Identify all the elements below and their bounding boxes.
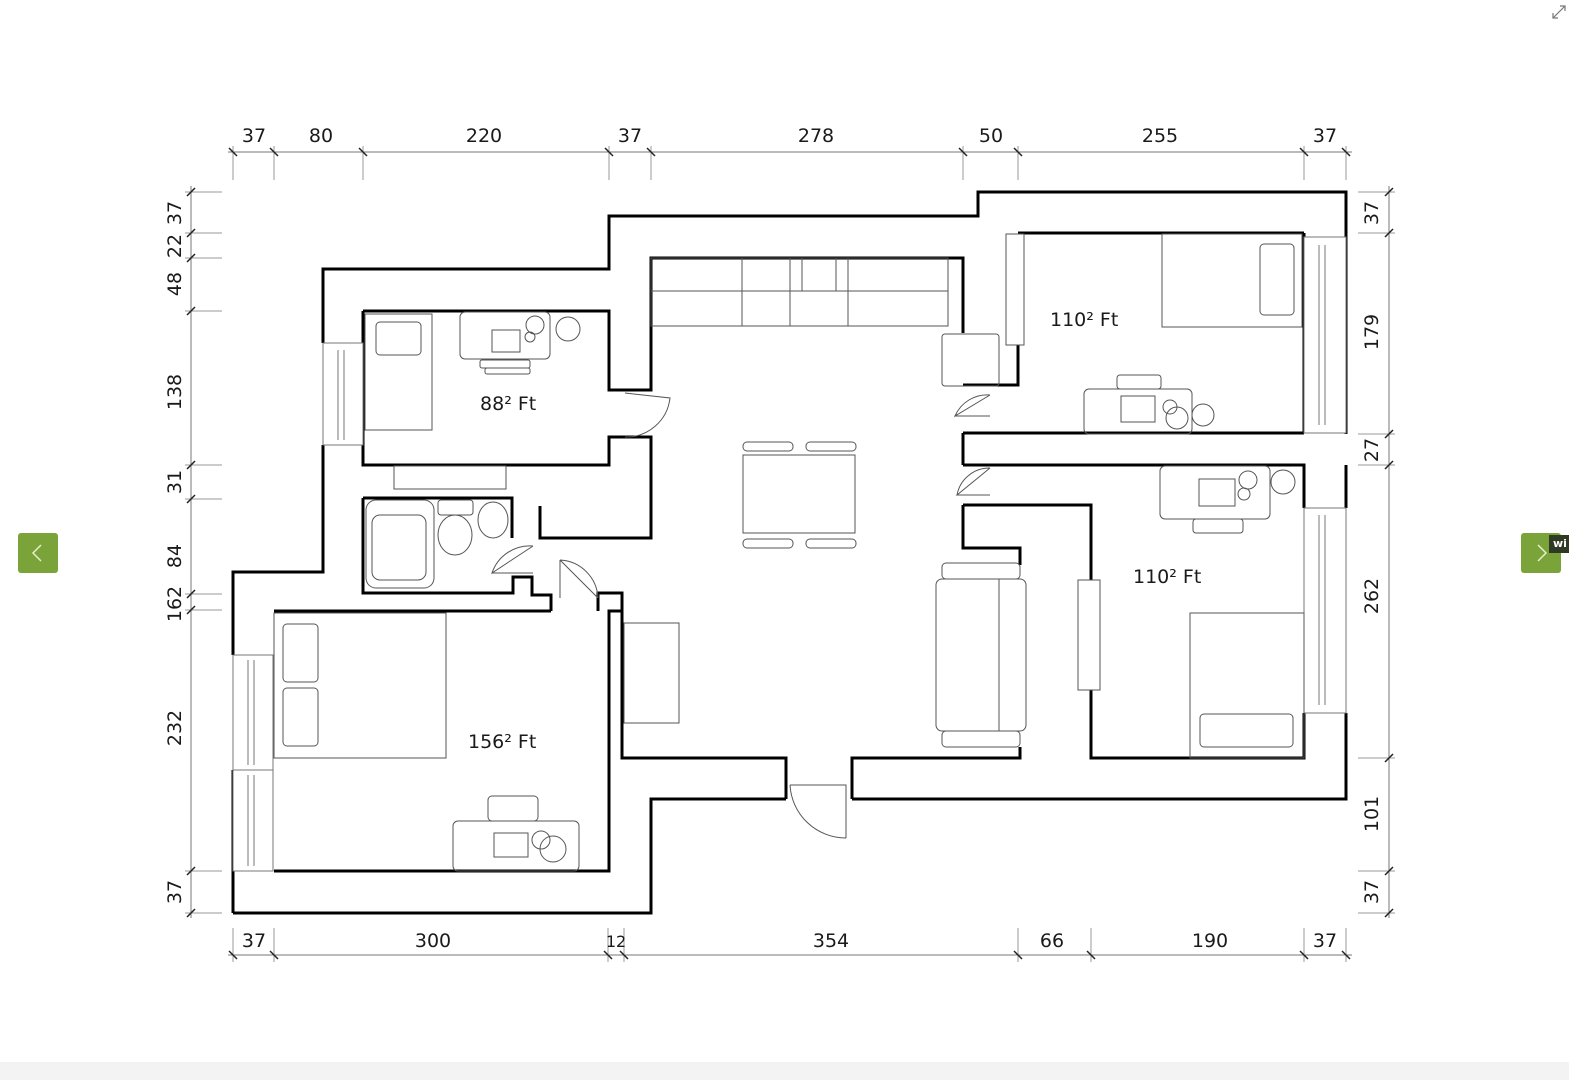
dimension-label: 22	[164, 234, 186, 258]
furniture	[273, 233, 1305, 872]
dimension-label: 27	[1361, 438, 1383, 462]
room-area-unit: ² Ft	[1169, 566, 1201, 588]
dimension-label: 80	[309, 125, 333, 147]
dimension-label: 255	[1142, 125, 1178, 147]
dimension-label: 179	[1361, 314, 1383, 350]
room-area-label: 88² Ft	[480, 393, 536, 415]
dimension-lines	[185, 146, 1395, 962]
windows	[232, 236, 1347, 872]
room-area-value: 88	[480, 393, 504, 415]
dimension-label: 50	[979, 125, 1003, 147]
dimension-label: 278	[798, 125, 834, 147]
room-area-value: 110	[1133, 566, 1169, 588]
expand-arrows-icon	[1552, 5, 1566, 19]
room-area-unit: ² Ft	[504, 731, 536, 753]
page-footer-strip	[0, 1062, 1569, 1080]
doors	[491, 392, 991, 839]
dimension-label: 162	[164, 586, 186, 622]
dimension-label: 37	[618, 125, 642, 147]
chevron-left-icon	[31, 544, 42, 562]
dimension-label: 37	[242, 930, 266, 952]
dimension-label: 12	[606, 932, 626, 951]
dimension-labels-top: 37 80 220 37 278 50 255 37	[242, 125, 1337, 147]
dimension-labels-right: 37 179 27 262 101 37	[1361, 201, 1383, 904]
room-area-value: 110	[1050, 309, 1086, 331]
room-area-value: 156	[468, 731, 504, 753]
room-area-label: 110² Ft	[1050, 309, 1118, 331]
expand-button[interactable]	[1549, 2, 1569, 22]
dimension-labels-left: 37 22 48 138 31 84 162 232 37	[164, 201, 186, 904]
room-area-label: 110² Ft	[1133, 566, 1201, 588]
dimension-label: 66	[1040, 930, 1064, 952]
dimension-label: 190	[1192, 930, 1228, 952]
room-area-unit: ² Ft	[504, 393, 536, 415]
dimension-label: 232	[164, 710, 186, 746]
dimension-label: 84	[164, 544, 186, 568]
dimension-label: 262	[1361, 578, 1383, 614]
dimension-label: 37	[164, 201, 186, 225]
dimension-label: 101	[1361, 796, 1383, 832]
dimension-label: 37	[1361, 880, 1383, 904]
dimension-label: 37	[164, 880, 186, 904]
dimension-label: 48	[164, 272, 186, 296]
dimension-label: 354	[813, 930, 849, 952]
dimension-label: 138	[164, 374, 186, 410]
previous-image-button[interactable]	[18, 533, 58, 573]
chevron-right-icon	[1537, 544, 1548, 562]
dimension-label: 31	[164, 470, 186, 494]
room-area-unit: ² Ft	[1086, 309, 1118, 331]
room-area-label: 156² Ft	[468, 731, 536, 753]
dimension-label: 220	[466, 125, 502, 147]
dimension-label: 37	[1313, 125, 1337, 147]
dimension-label: 37	[242, 125, 266, 147]
dimension-label: 300	[415, 930, 451, 952]
next-button-tooltip: wi	[1549, 535, 1569, 553]
dimension-label: 37	[1361, 201, 1383, 225]
dimension-label: 37	[1313, 930, 1337, 952]
dimension-labels-bottom: 37 300 12 354 66 190 37	[242, 930, 1337, 952]
room-labels: 88² Ft 110² Ft 110² Ft 156² Ft	[468, 309, 1201, 753]
